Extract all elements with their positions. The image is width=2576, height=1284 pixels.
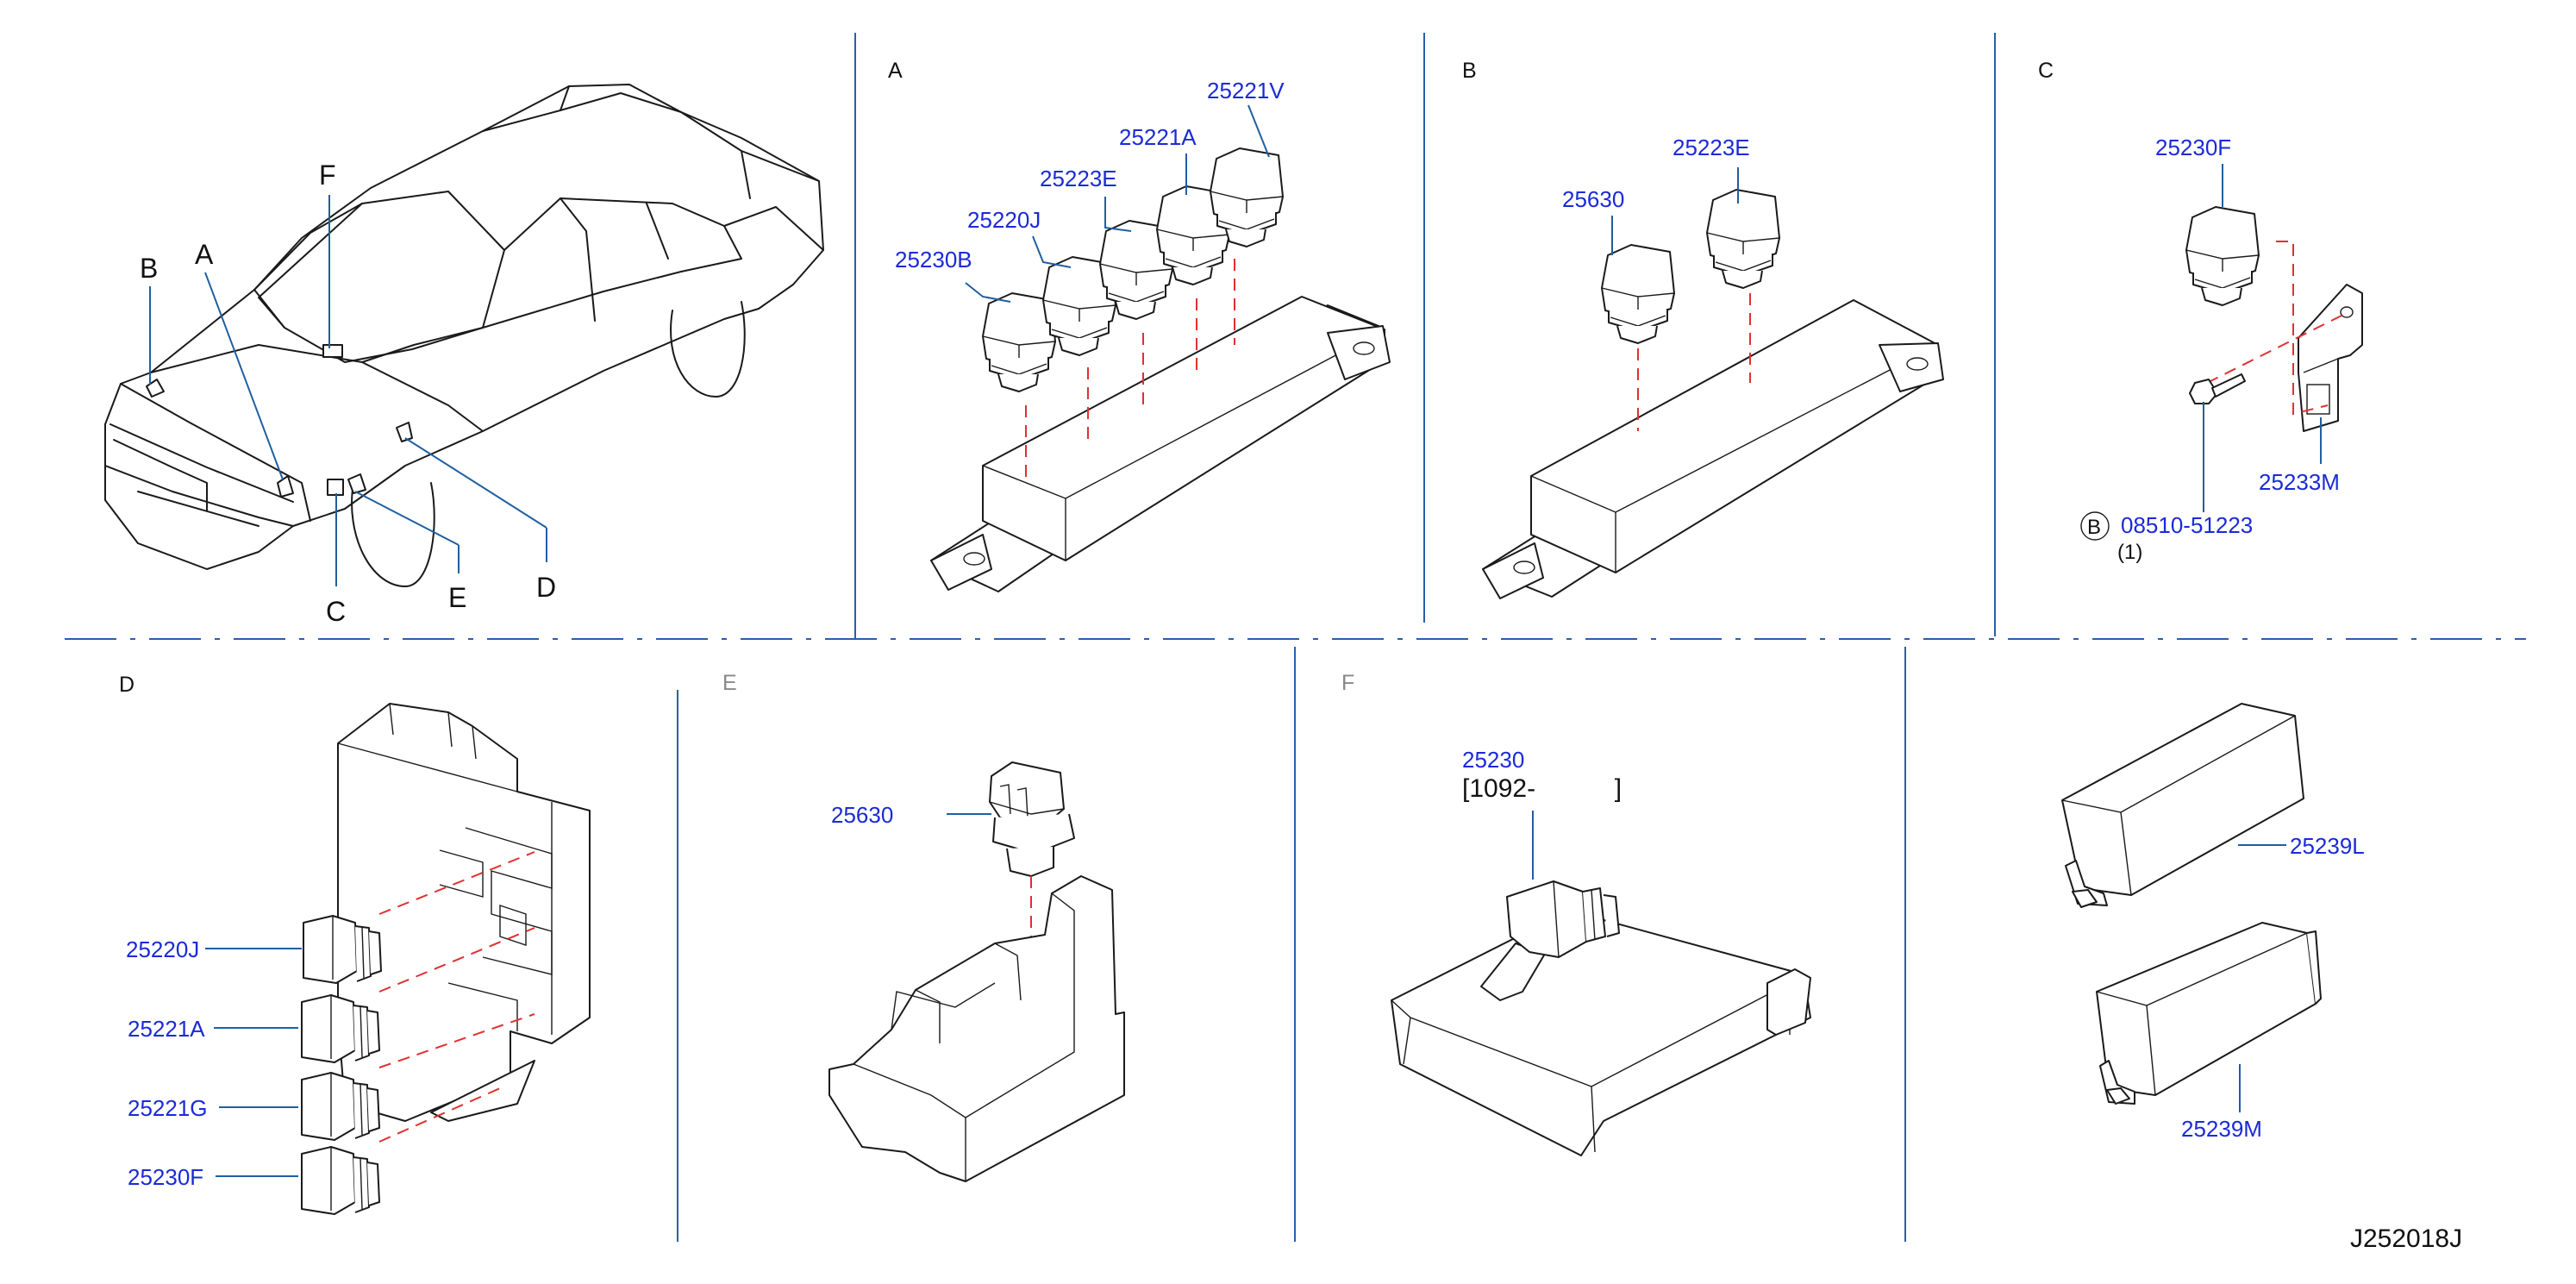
location-marker-f <box>322 344 343 358</box>
bolt-quantity: (1) <box>2117 541 2142 564</box>
panel-a: A 25221V 25221A 25223E 25220J 25230B <box>888 59 1391 592</box>
panel-label-c: C <box>2038 59 2054 83</box>
bolt-symbol: B <box>2087 516 2101 539</box>
location-marker-c <box>327 479 344 496</box>
panel-label-f: F <box>1341 671 1354 695</box>
vehicle-overview: F B A C E D <box>104 84 824 627</box>
part-number[interactable]: 25221V <box>1207 78 1285 103</box>
panel-d: D 25220J 25221A 25221G 25230F <box>119 673 591 1215</box>
panel-b: B 25630 25223E <box>1462 59 1944 599</box>
callout-e: E <box>448 582 466 613</box>
panel-f: F 25230 [1092- ] <box>1341 671 1811 1156</box>
callout-c: C <box>326 596 346 627</box>
part-number[interactable]: 25239L <box>2290 833 2365 859</box>
callout-b: B <box>140 253 158 284</box>
diagram-id: J252018J <box>2350 1224 2462 1253</box>
panel-c: C 25230F 25233M B 08510-51223 (1) <box>2038 59 2363 564</box>
callout-a: A <box>195 239 214 270</box>
location-marker-e <box>347 473 366 494</box>
date-range: [1092- ] <box>1462 774 1622 803</box>
part-number[interactable]: 25220J <box>126 936 199 962</box>
part-number[interactable]: 25230B <box>895 247 972 272</box>
panel-label-e: E <box>722 671 737 695</box>
panel-label-b: B <box>1462 59 1477 83</box>
location-marker-d <box>396 422 413 442</box>
panel-label-d: D <box>119 673 134 697</box>
part-number[interactable]: 25239M <box>2181 1116 2262 1142</box>
part-number[interactable]: 25221G <box>128 1095 208 1121</box>
panel-e: E 25630 <box>722 671 1125 1182</box>
bolt-part-number[interactable]: 08510-51223 <box>2121 512 2253 538</box>
location-marker-a <box>277 475 294 498</box>
panel-dividers <box>65 33 2526 1242</box>
callout-d: D <box>536 572 556 603</box>
part-number[interactable]: 25223E <box>1673 135 1750 160</box>
part-number[interactable]: 25630 <box>1562 186 1624 212</box>
part-number[interactable]: 25233M <box>2259 469 2340 495</box>
part-number[interactable]: 25221A <box>128 1016 205 1042</box>
panel-label-a: A <box>888 59 903 83</box>
part-number[interactable]: 25630 <box>831 802 893 828</box>
panel-g: 25239L 25239M <box>2061 703 2365 1142</box>
part-number[interactable]: 25230F <box>128 1164 203 1190</box>
callout-f: F <box>319 160 336 191</box>
part-number[interactable]: 25230 <box>1462 747 1524 773</box>
part-number[interactable]: 25230F <box>2155 135 2231 160</box>
part-number[interactable]: 25220J <box>967 207 1041 233</box>
part-number[interactable]: 25221A <box>1119 124 1197 150</box>
part-number[interactable]: 25223E <box>1040 166 1117 191</box>
